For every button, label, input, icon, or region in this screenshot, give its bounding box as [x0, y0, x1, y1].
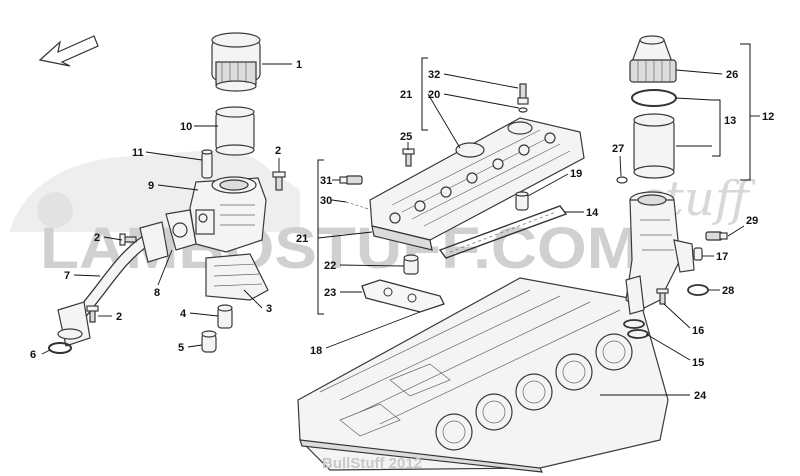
part-13-filter-element	[633, 113, 675, 179]
center-assembly	[339, 83, 585, 313]
part-28-ring	[687, 284, 709, 296]
part-15-ring	[623, 319, 645, 329]
callout-15: 15	[692, 357, 704, 369]
leader-lines	[41, 43, 760, 396]
part-6-o-ring	[48, 342, 72, 354]
part-24-engine-block	[297, 277, 669, 473]
part-11-stub	[201, 149, 213, 179]
part-25-bolt	[402, 148, 415, 167]
callout-29: 29	[746, 215, 758, 227]
part-15-ring	[627, 329, 649, 339]
callout-1: 1	[296, 59, 302, 71]
part-16-bolt	[656, 288, 669, 305]
callout-9: 9	[148, 180, 154, 192]
callout-22: 22	[324, 260, 336, 272]
right-assembly	[616, 35, 728, 339]
callout-27: 27	[612, 143, 624, 155]
part-8-gasket	[165, 209, 197, 251]
part-10-filter-element	[215, 106, 255, 156]
callout-4: 4	[180, 308, 187, 320]
part-9-filter-housing	[189, 176, 267, 253]
callout-14: 14	[586, 207, 599, 219]
callout-12: 12	[762, 111, 774, 123]
direction-arrow-icon	[38, 35, 99, 67]
callout-25: 25	[400, 131, 412, 143]
callout-24: 24	[694, 390, 707, 402]
callout-6: 6	[30, 349, 36, 361]
part-5-plug	[201, 330, 217, 353]
callout-18: 18	[310, 345, 322, 357]
callout-7: 7	[64, 270, 70, 282]
callout-21: 21	[400, 89, 412, 101]
callout-2: 2	[275, 145, 281, 157]
part-19-plug	[515, 191, 529, 211]
left-assembly	[38, 32, 286, 354]
callout-16: 16	[692, 325, 704, 337]
callout-8: 8	[154, 287, 160, 299]
callout-26: 26	[726, 69, 738, 81]
part-3-bracket	[205, 253, 269, 301]
callout-21: 21	[296, 233, 308, 245]
part-1-filter-cap	[211, 32, 261, 92]
part-2-bolt	[86, 305, 99, 323]
footer-watermark: BullStuff 2012	[322, 455, 422, 472]
callout-10: 10	[180, 121, 192, 133]
part-31-sensor	[339, 175, 363, 185]
part-17-fitting	[693, 247, 703, 261]
part-21-cylinder-head	[369, 117, 585, 251]
part-13-o-ring	[631, 89, 677, 107]
part-29-sensor	[705, 231, 728, 241]
callout-2: 2	[94, 232, 100, 244]
callout-19: 19	[570, 168, 582, 180]
part-14-gasket	[449, 211, 557, 253]
part-7-oil-pipe	[57, 221, 169, 347]
part-26-filter-cap	[629, 35, 677, 83]
callout-5: 5	[178, 342, 184, 354]
callout-23: 23	[324, 287, 336, 299]
part-27-ring	[616, 176, 628, 184]
callout-32: 32	[428, 69, 440, 81]
part-20-ring	[518, 107, 528, 113]
part-14-gasket	[438, 205, 568, 259]
part-22-fitting	[403, 254, 419, 275]
callout-20: 20	[428, 89, 440, 101]
callout-11: 11	[132, 147, 144, 159]
callout-13: 13	[724, 115, 736, 127]
callout-3: 3	[266, 303, 272, 315]
callout-30: 30	[320, 195, 332, 207]
part-23-hole	[383, 287, 393, 297]
callout-17: 17	[716, 251, 728, 263]
part-23-gasket	[361, 279, 445, 313]
callout-28: 28	[722, 285, 734, 297]
callout-31: 31	[320, 175, 332, 187]
callout-2: 2	[116, 311, 122, 323]
watermark-car-wheel	[37, 192, 73, 228]
part-12-filter-housing	[625, 191, 695, 315]
part-32-sensor	[517, 83, 529, 105]
part-4-plug	[217, 304, 233, 329]
part-23-hole	[407, 293, 417, 303]
callout-labels: 1 10 11 2 9 2 7 8 3 2 4 5 6 32 21 20 25 …	[30, 59, 774, 402]
